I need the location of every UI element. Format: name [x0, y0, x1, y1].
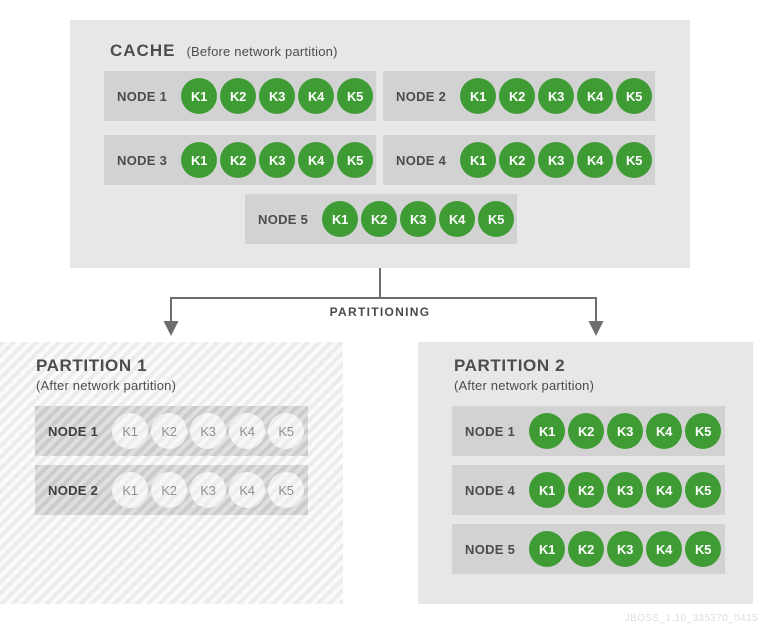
key-circle: K1	[181, 142, 217, 178]
cache-subtitle: (Before network partition)	[186, 44, 338, 59]
key-circle: K1	[460, 142, 496, 178]
partition-1-title-row: PARTITION 1 (After network partition)	[36, 356, 176, 393]
partition-2-subtitle: (After network partition)	[454, 378, 595, 394]
node-label: NODE 2	[48, 482, 99, 498]
key-circle: K1	[322, 201, 358, 237]
key-circle: K3	[259, 142, 295, 178]
key-circle: K2	[499, 142, 535, 178]
key-circle: K2	[220, 78, 256, 114]
node-label: NODE 5	[258, 211, 309, 227]
key-circle: K1	[529, 472, 565, 508]
key-circle: K1	[181, 78, 217, 114]
key-circle: K3	[400, 201, 436, 237]
key-circle: K3	[190, 472, 226, 508]
key-circle: K5	[268, 413, 304, 449]
key-circle: K5	[478, 201, 514, 237]
key-circle: K1	[112, 472, 148, 508]
key-circle: K4	[439, 201, 475, 237]
key-circle: K5	[337, 78, 373, 114]
key-circle: K2	[568, 472, 604, 508]
arrow-down-right-icon	[588, 321, 604, 336]
partitioning-label: PARTITIONING	[329, 305, 431, 319]
key-circle: K4	[577, 78, 613, 114]
key-circle: K2	[151, 413, 187, 449]
key-circle: K3	[538, 78, 574, 114]
key-circle: K5	[616, 142, 652, 178]
partition-1-subtitle: (After network partition)	[36, 378, 177, 394]
key-circle: K5	[337, 142, 373, 178]
key-circle: K4	[577, 142, 613, 178]
key-circle: K4	[298, 142, 334, 178]
key-circle: K2	[361, 201, 397, 237]
node-label: NODE 3	[117, 152, 168, 168]
partition-2-title: PARTITION 2	[454, 356, 566, 375]
key-circle: K1	[460, 78, 496, 114]
key-circle: K2	[568, 413, 604, 449]
node-label: NODE 1	[117, 88, 168, 104]
key-circle: K5	[685, 413, 721, 449]
key-circle: K4	[298, 78, 334, 114]
cache-title-row: CACHE (Before network partition)	[110, 41, 338, 61]
node-label: NODE 1	[48, 423, 99, 439]
key-circle: K4	[646, 531, 682, 567]
node-label: NODE 5	[465, 541, 516, 557]
key-circle: K4	[646, 472, 682, 508]
node-label: NODE 2	[396, 88, 447, 104]
cache-title: CACHE	[110, 41, 176, 60]
key-circle: K4	[229, 472, 265, 508]
key-circle: K4	[646, 413, 682, 449]
arrow-down-left-icon	[163, 321, 179, 336]
key-circle: K3	[538, 142, 574, 178]
key-circle: K5	[685, 531, 721, 567]
key-circle: K5	[616, 78, 652, 114]
node-label: NODE 4	[465, 482, 516, 498]
key-circle: K3	[607, 472, 643, 508]
watermark-text: JBOSS_1.10_335370_0415	[624, 613, 758, 624]
key-circle: K3	[190, 413, 226, 449]
key-circle: K2	[568, 531, 604, 567]
key-circle: K2	[499, 78, 535, 114]
cache-box: CACHE (Before network partition) NODE 1 …	[70, 20, 690, 268]
key-circle: K1	[112, 413, 148, 449]
key-circle: K3	[259, 78, 295, 114]
partition-1-title: PARTITION 1	[36, 356, 148, 375]
key-circle: K1	[529, 413, 565, 449]
key-circle: K4	[229, 413, 265, 449]
node-label: NODE 1	[465, 423, 516, 439]
node-label: NODE 4	[396, 152, 447, 168]
key-circle: K3	[607, 531, 643, 567]
partition-2-title-row: PARTITION 2 (After network partition)	[454, 356, 594, 393]
key-circle: K1	[529, 531, 565, 567]
key-circle: K5	[685, 472, 721, 508]
key-circle: K2	[220, 142, 256, 178]
partition-1-box: PARTITION 1 (After network partition) NO…	[0, 342, 343, 604]
partition-2-box: PARTITION 2 (After network partition) NO…	[418, 342, 753, 604]
key-circle: K5	[268, 472, 304, 508]
key-circle: K3	[607, 413, 643, 449]
key-circle: K2	[151, 472, 187, 508]
